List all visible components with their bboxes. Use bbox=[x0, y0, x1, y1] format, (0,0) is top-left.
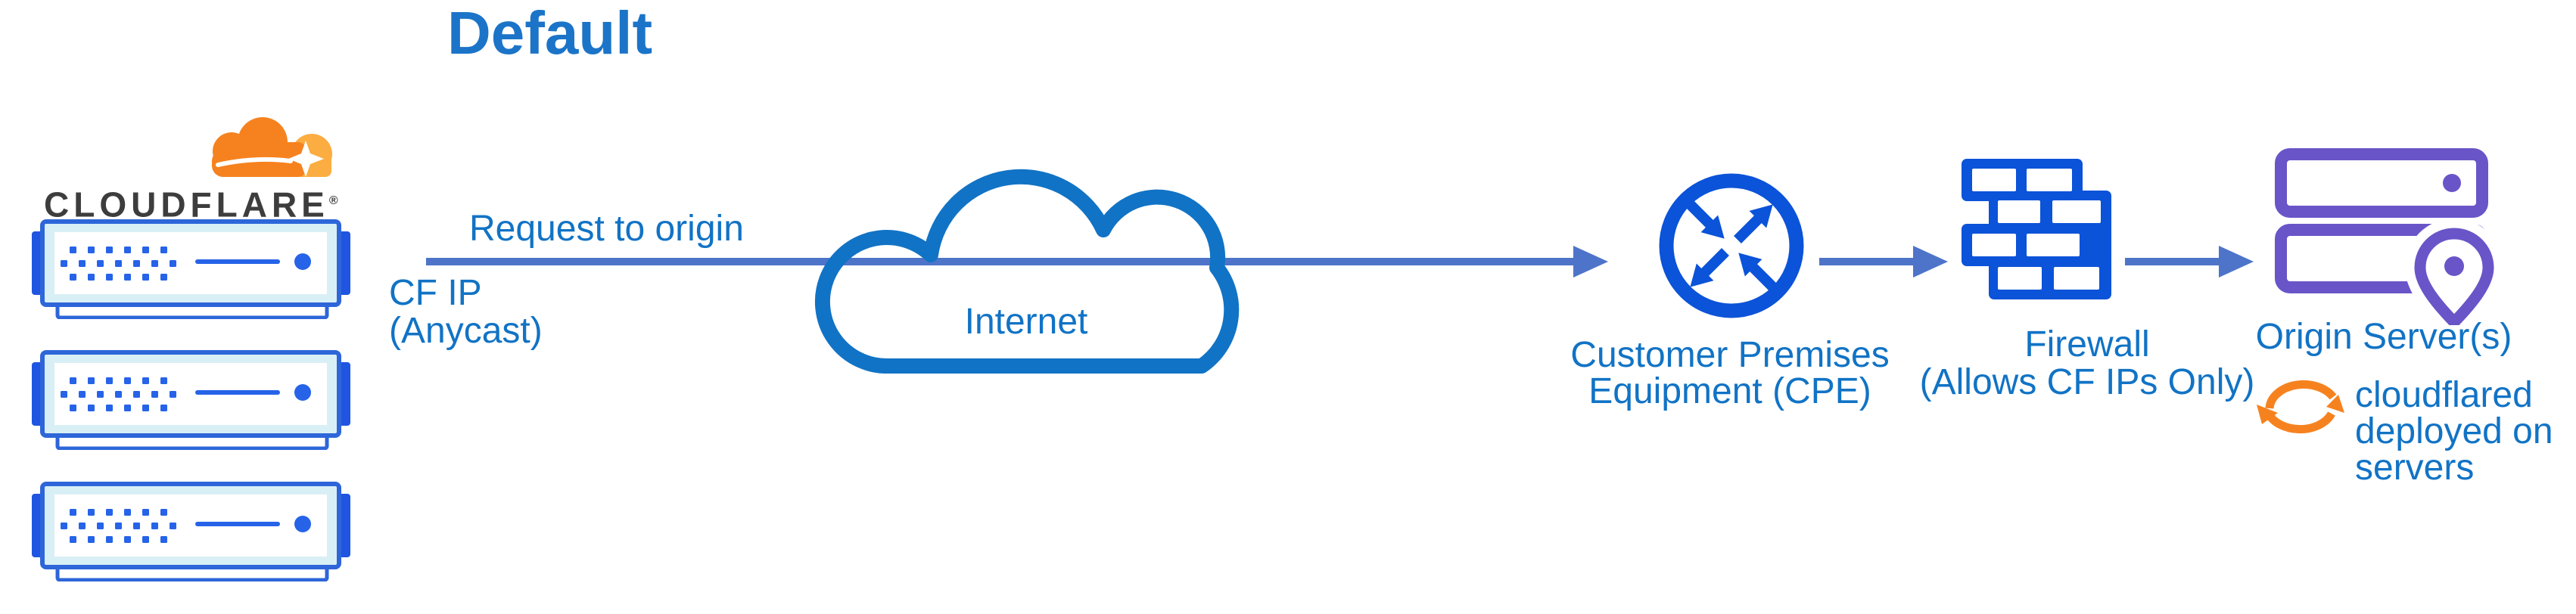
edge-server-icon-3 bbox=[32, 482, 350, 581]
cloudflared-note: cloudflared deployed on servers bbox=[2355, 377, 2553, 486]
cloudflared-note-line2: deployed on bbox=[2355, 411, 2553, 451]
origin-label: Origin Server(s) bbox=[2255, 317, 2512, 357]
firewall-icon bbox=[1962, 159, 2111, 299]
location-pin-icon bbox=[2404, 218, 2504, 325]
cpe-label: Customer Premises Equipment (CPE) bbox=[1536, 337, 1924, 410]
request-to-origin-label: Request to origin bbox=[469, 209, 744, 249]
cloudflare-logo-icon bbox=[212, 117, 332, 177]
firewall-label: Firewall (Allows CF IPs Only) bbox=[1898, 326, 2276, 402]
registered-mark: ® bbox=[328, 194, 338, 207]
edge-server-icon-1 bbox=[32, 219, 350, 319]
cpe-label-line2: Equipment (CPE) bbox=[1588, 371, 1871, 411]
internet-label: Internet bbox=[964, 302, 1088, 342]
request-arrow-head bbox=[1573, 246, 1608, 278]
wordmark-text: CLOUDFLARE bbox=[44, 185, 329, 225]
request-arrow-line bbox=[426, 258, 1578, 265]
firewall-origin-arrow-head bbox=[2219, 246, 2254, 278]
firewall-label-line1: Firewall bbox=[2024, 324, 2150, 364]
internet-cloud-icon bbox=[814, 169, 1240, 374]
firewall-label-line2: (Allows CF IPs Only) bbox=[1919, 362, 2255, 402]
sync-arrows-icon bbox=[2257, 380, 2344, 434]
cpe-router-icon bbox=[1659, 173, 1804, 318]
cf-ip-line2: (Anycast) bbox=[389, 311, 543, 351]
cloudflare-wordmark: CLOUDFLARE® bbox=[44, 184, 338, 222]
origin-servers-icon bbox=[2275, 148, 2504, 325]
cloudflared-note-line1: cloudflared bbox=[2355, 375, 2533, 415]
cpe-firewall-arrow-line bbox=[1819, 258, 1916, 265]
page-title: Default bbox=[447, 0, 653, 67]
firewall-origin-arrow-line bbox=[2125, 258, 2222, 265]
cpe-label-line1: Customer Premises bbox=[1570, 335, 1890, 375]
cf-ip-line1: CF IP bbox=[389, 273, 482, 313]
cf-ip-label: CF IP (Anycast) bbox=[389, 274, 543, 350]
cloudflared-note-line3: servers bbox=[2355, 448, 2475, 488]
edge-server-icon-2 bbox=[32, 350, 350, 450]
cpe-firewall-arrow-head bbox=[1913, 246, 1948, 278]
